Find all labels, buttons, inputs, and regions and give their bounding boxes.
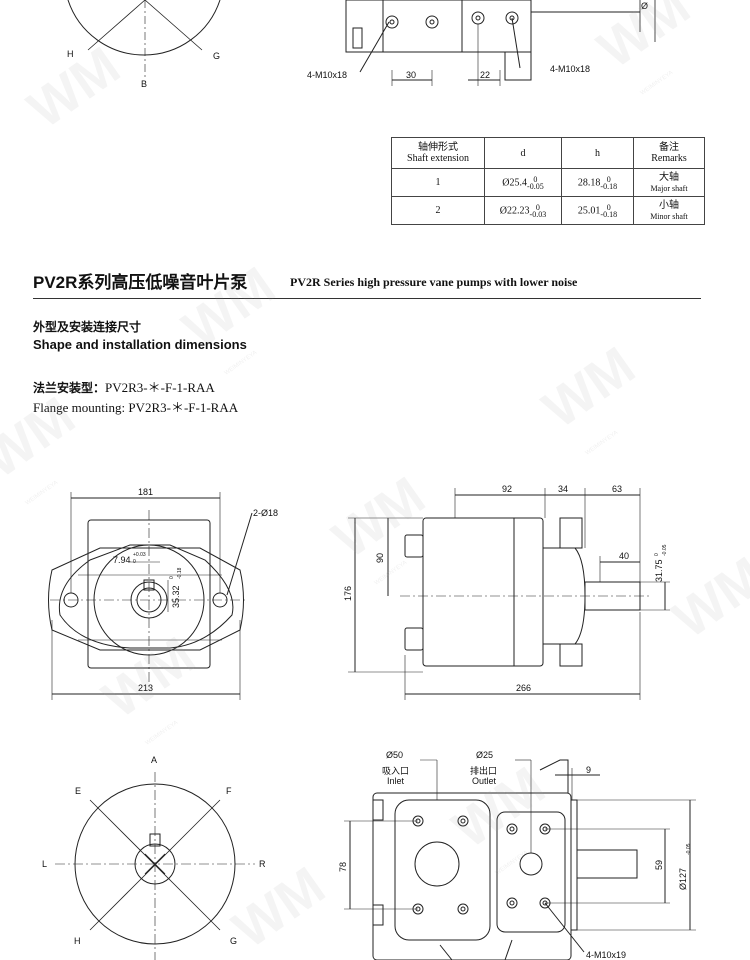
top-label-h: H xyxy=(67,49,74,59)
top-phi: Ø xyxy=(641,1,648,11)
dim-40: 40 xyxy=(619,551,629,561)
face-label-f: F xyxy=(226,786,232,796)
inlet-diameter: Ø50 xyxy=(386,750,403,760)
pump-body-side xyxy=(422,517,544,667)
inlet-port xyxy=(414,841,460,887)
dim-181: 181 xyxy=(138,487,153,497)
dim-266: 266 xyxy=(516,683,531,693)
outlet-port xyxy=(519,852,543,876)
flange-mounting-cn: 法兰安装型：PV2R3-＊-F-1-RAA xyxy=(33,380,215,395)
shaft-height: 35.32 xyxy=(171,585,181,608)
svg-text:0: 0 xyxy=(133,559,136,565)
top-bolt-right: 4-M10x18 xyxy=(550,64,590,74)
cell-remark: 大轴 Major shaft xyxy=(633,168,705,197)
header-shaft-extension: 轴伸形式 Shaft extension xyxy=(391,137,485,169)
watermark-sub: WEIMINYEYA xyxy=(224,350,258,377)
svg-text:-0.05: -0.05 xyxy=(686,843,692,855)
holes-label: 2-Ø18 xyxy=(253,508,278,518)
watermark-logo: WM xyxy=(532,336,645,440)
dim-78: 78 xyxy=(338,862,348,872)
header-d: d xyxy=(484,137,562,169)
svg-text:-0.05: -0.05 xyxy=(662,544,668,556)
header-h: h xyxy=(561,137,634,169)
shape-heading-en: Shape and installation dimensions xyxy=(33,337,247,352)
dim-90: 90 xyxy=(375,553,385,563)
face-label-e: E xyxy=(75,786,81,796)
top-dim-30: 30 xyxy=(406,70,416,80)
port-face-view xyxy=(55,772,255,960)
face-label-h: H xyxy=(74,936,81,946)
top-drawing: H G B 4-M10x18 4-M10x18 30 22 Ø xyxy=(67,0,656,89)
dim-59: 59 xyxy=(654,860,664,870)
svg-text:0: 0 xyxy=(169,576,175,579)
cell-remark: 小轴 Minor shaft xyxy=(633,196,705,225)
header-remarks: 备注 Remarks xyxy=(633,137,705,169)
top-label-g: G xyxy=(213,51,220,61)
table-header-row: 轴伸形式 Shaft extension d h 备注 Remarks xyxy=(391,137,705,169)
svg-text:-0.18: -0.18 xyxy=(177,567,183,579)
dim-127: Ø127 xyxy=(678,868,688,890)
top-circle-arc xyxy=(67,0,221,56)
side-view xyxy=(348,488,670,700)
section-title: PV2R系列高压低噪音叶片泵 xyxy=(33,273,248,292)
inlet-label-en: Inlet xyxy=(387,776,405,786)
inlet-label-cn: 吸入口 xyxy=(382,766,409,776)
svg-text:+0.03: +0.03 xyxy=(133,552,146,558)
cell-type: 1 xyxy=(391,168,485,197)
installation-drawing: 181 213 2-Ø18 7.94 +0.03 0 35.32 0 -0.18 xyxy=(42,484,696,960)
top-radial-h xyxy=(87,0,146,51)
dim-213: 213 xyxy=(138,683,153,693)
face-label-g: G xyxy=(230,936,237,946)
key-width: 7.94 xyxy=(113,555,131,565)
watermark-sub: WEIMINYEYA xyxy=(585,430,619,457)
port-body xyxy=(372,792,572,960)
flange-mounting-en: Flange mounting: PV2R3-＊-F-1-RAA xyxy=(33,400,239,415)
top-pump-body xyxy=(345,0,532,53)
cell-type: 2 xyxy=(391,196,485,225)
outlet-label-en: Outlet xyxy=(472,776,497,786)
face-label-l: L xyxy=(42,859,47,869)
port-bolts: 4-M10x19 xyxy=(586,950,626,960)
dim-34: 34 xyxy=(558,484,568,494)
port-view xyxy=(344,759,696,960)
outlet-label-cn: 排出口 xyxy=(470,765,497,776)
dim-92: 92 xyxy=(502,484,512,494)
section-divider xyxy=(33,298,701,299)
shaft-extension-table: 轴伸形式 Shaft extension d h 备注 Remarks 1 Ø2… xyxy=(391,137,705,225)
svg-text:0: 0 xyxy=(654,553,660,556)
face-label-r: R xyxy=(259,859,266,869)
shape-heading-cn: 外型及安装连接尺寸 xyxy=(33,320,142,334)
top-radial-g xyxy=(144,0,203,51)
port-shaft xyxy=(576,849,638,879)
flange-outline xyxy=(58,544,234,649)
shaft-dia: 31.75 xyxy=(654,559,664,582)
section-subtitle: PV2R Series high pressure vane pumps wit… xyxy=(290,275,578,289)
face-label-a: A xyxy=(151,755,157,765)
top-label-b: B xyxy=(141,79,147,89)
dim-9: 9 xyxy=(586,765,591,775)
dim-176: 176 xyxy=(343,586,353,601)
dim-63: 63 xyxy=(612,484,622,494)
top-dim-22: 22 xyxy=(480,70,490,80)
outlet-diameter: Ø25 xyxy=(476,750,493,760)
front-view xyxy=(48,492,253,700)
top-bolt-left: 4-M10x18 xyxy=(307,70,347,80)
